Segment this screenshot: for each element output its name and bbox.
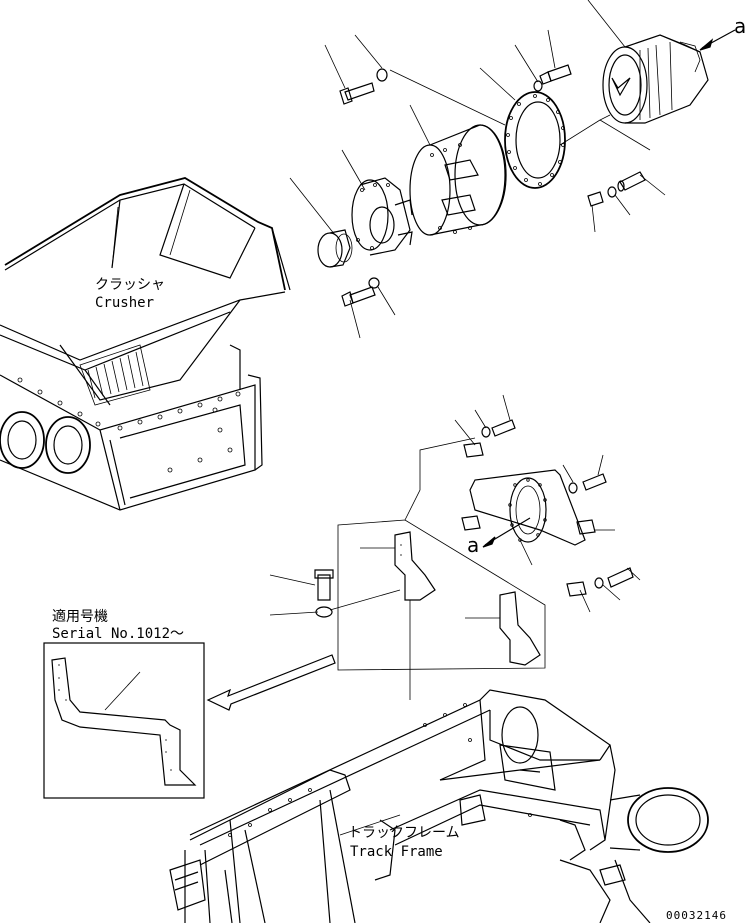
crusher-label-en: Crusher (95, 295, 154, 311)
bolt-top-left (339, 82, 375, 105)
crusher-grille (79, 344, 151, 406)
mount-plate-group: a (269, 394, 641, 700)
bushing (317, 229, 353, 268)
pad-3 (576, 519, 596, 535)
bolt-right (587, 191, 604, 207)
drive-exploded-view: a (289, 0, 746, 339)
track-frame-label-en: Track Frame (350, 844, 443, 860)
bolt-mid-2 (568, 473, 607, 494)
bracket-left (394, 531, 436, 601)
bolt-mid-left (341, 286, 376, 307)
serial-inset-box (43, 642, 205, 799)
pad-1 (463, 442, 484, 458)
bolt-mid-1 (481, 419, 516, 438)
pin (617, 171, 646, 192)
ref-a-top: a (734, 14, 746, 38)
ref-a-mid: a (467, 533, 479, 557)
washer-right (607, 186, 617, 198)
serial-label-jp: 適用号機 (52, 608, 108, 625)
track-frame (169, 689, 709, 923)
crusher-assembly (0, 177, 291, 511)
inset-arrow-icon (206, 654, 336, 711)
drum-housing (409, 124, 507, 236)
bolt-mid-3 (594, 567, 634, 589)
washer-top-left (376, 68, 388, 82)
bolt-left-frame (314, 569, 334, 618)
crusher-roller-ends (0, 411, 91, 474)
crusher-label-jp: クラッシャ (95, 277, 165, 293)
drawing-number: 00032146 (666, 909, 727, 922)
serial-label-en: Serial No.1012～ (52, 626, 184, 642)
travel-motor (602, 34, 709, 124)
pad-2 (461, 515, 481, 531)
ring-flange (504, 91, 566, 189)
track-frame-label-jp: トラックフレーム (348, 825, 460, 841)
idler-end (599, 787, 709, 923)
washer-top-right (533, 80, 543, 92)
washer-mid-left (368, 277, 380, 289)
bolt-top-right (539, 64, 572, 85)
pad-4 (566, 581, 587, 597)
bracket-right (499, 591, 541, 666)
hub-flange (351, 177, 413, 256)
